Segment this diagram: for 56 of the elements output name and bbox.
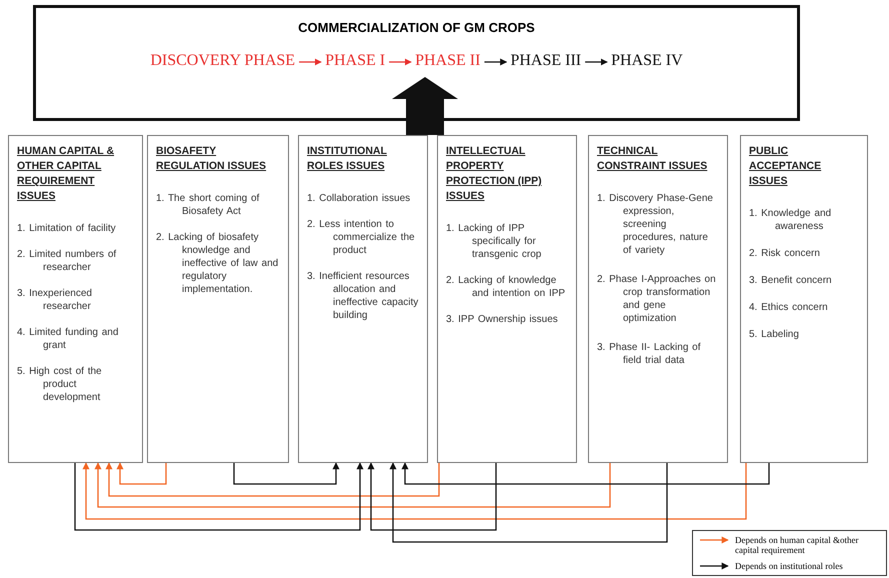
issue-panel	[437, 135, 577, 463]
dependency-arrow	[74, 462, 364, 531]
list-item: 2. Limited numbers of researcher	[17, 248, 118, 274]
block-arrow	[392, 77, 458, 135]
list-item: 1. The short coming of Biosafety Act	[156, 192, 260, 218]
list-item: 3. IPP Ownership issues	[446, 313, 559, 326]
list-item: 5. Labeling	[749, 328, 800, 341]
list-item: 2. Risk concern	[749, 247, 821, 260]
issue-panel	[298, 135, 428, 463]
arrow	[585, 58, 608, 66]
list-item: 3. Inefficient resources allocation and ineffective capacity building	[307, 270, 419, 322]
dependency-arrow	[368, 462, 497, 531]
dependency-arrow	[82, 462, 747, 520]
legend-text: Depends on human capital &other capital requirement	[735, 535, 860, 555]
title-panel	[33, 5, 800, 121]
dependency-arrow	[116, 462, 167, 485]
list-item: 1. Lacking of IPP specifically for transgenic crop	[446, 222, 542, 261]
list-item: 3. Benefit concern	[749, 274, 833, 287]
phase-label: PHASE II	[415, 52, 480, 70]
dependency-arrow	[390, 462, 668, 543]
phase-label: PHASE IV	[611, 52, 683, 70]
phase-label: PHASE I	[325, 52, 386, 70]
list-item: 2. Less intention to commercialize the product	[307, 218, 416, 257]
list-item: 2. Phase I-Approaches on crop transformation and gene optimization	[597, 273, 717, 325]
panel-heading: INTELLECTUAL PROPERTY PROTECTION (IPP) ISSUES	[446, 144, 543, 204]
issue-panel	[147, 135, 289, 463]
panel-heading: HUMAN CAPITAL & OTHER CAPITAL REQUIREMENT ISSUES	[17, 144, 116, 204]
phase-label: PHASE III	[510, 52, 582, 70]
issue-panel	[740, 135, 868, 463]
dependency-arrow	[233, 462, 340, 485]
dependency-arrow	[94, 462, 611, 508]
list-item: 2. Lacking of knowledge and intention on IPP	[446, 274, 566, 300]
arrow	[484, 58, 508, 66]
list-item: 1. Limitation of facility	[17, 222, 117, 235]
panel-heading: INSTITUTIONAL ROLES ISSUES	[307, 144, 388, 174]
panel-heading: TECHNICAL CONSTRAINT ISSUES	[597, 144, 708, 174]
panel-title: COMMERCIALIZATION OF GM CROPS	[297, 20, 536, 35]
legend-text: Depends on institutional roles	[735, 561, 844, 571]
issue-panel	[588, 135, 728, 463]
list-item: 2. Lacking of biosafety knowledge and ineffective of law and regulatory implementation.	[156, 231, 280, 296]
dependency-arrow	[106, 462, 440, 497]
list-item: 4. Limited funding and grant	[17, 326, 120, 352]
issue-panel	[8, 135, 143, 463]
list-item: 3. Phase II- Lacking of field trial data	[597, 341, 702, 367]
list-item: 1. Collaboration issues	[307, 192, 412, 205]
list-item: 3. Inexperienced researcher	[17, 287, 93, 313]
dependency-arrow	[402, 462, 770, 485]
list-item: 4. Ethics concern	[749, 301, 829, 314]
panel-heading: BIOSAFETY REGULATION ISSUES	[156, 144, 268, 174]
phase-label: DISCOVERY PHASE	[150, 52, 296, 70]
list-item: 5. High cost of the product development	[17, 365, 103, 404]
arrow	[299, 58, 322, 66]
arrow	[389, 58, 412, 66]
list-item: 1. Knowledge and awareness	[749, 207, 832, 233]
panel-heading: PUBLIC ACCEPTANCE ISSUES	[749, 144, 822, 189]
list-item: 1. Discovery Phase-Gene expression, screening procedures, nature of variety	[597, 192, 714, 257]
